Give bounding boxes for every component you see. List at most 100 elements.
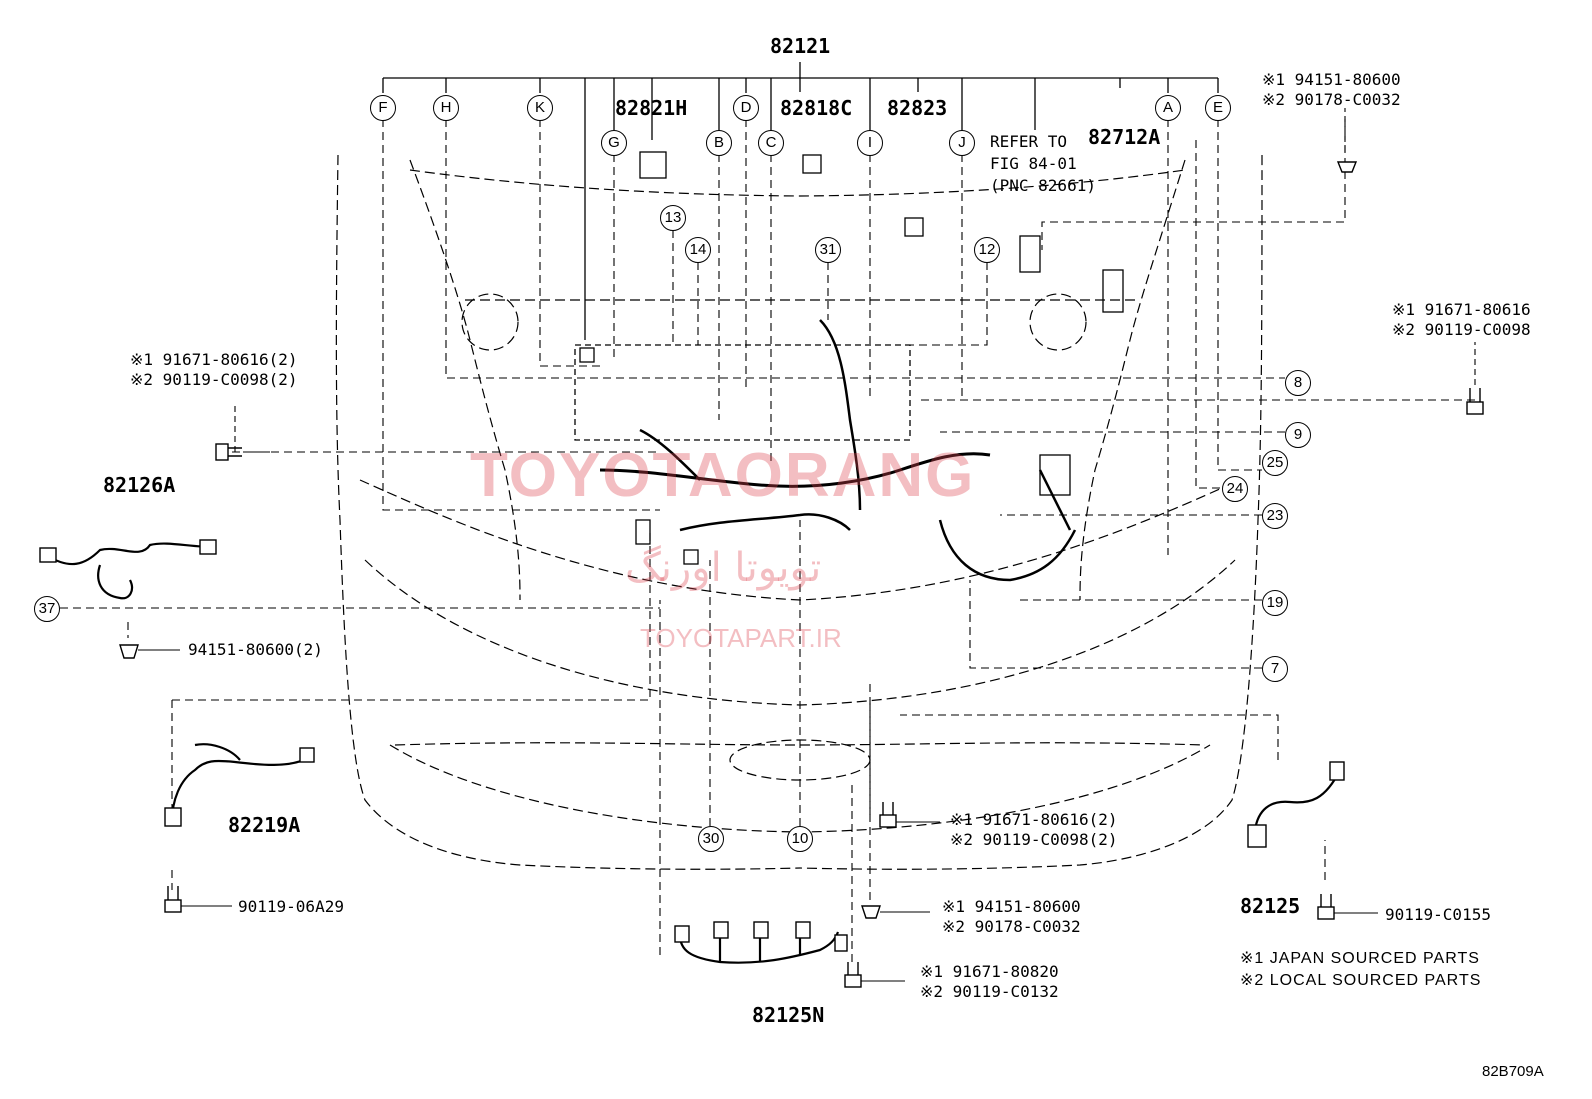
connector xyxy=(1039,454,1071,496)
bracket-line xyxy=(383,62,1218,79)
bracket-drops xyxy=(382,78,1219,340)
fastener-right-1: ※1 91671-80616 xyxy=(1392,300,1531,319)
connector xyxy=(1329,761,1345,781)
connector xyxy=(802,154,822,174)
fastener-bolt-left: 90119-06A29 xyxy=(238,897,344,916)
fastener-center-b1: ※1 94151-80600 xyxy=(942,897,1081,916)
callout-13: 13 xyxy=(660,205,686,231)
harness-branch-4 xyxy=(679,513,851,532)
connector xyxy=(795,921,811,939)
callout-J: J xyxy=(949,130,975,156)
part-label-82821H: 82821H xyxy=(615,96,688,120)
watermark-brand: TOYOTAORANG xyxy=(470,441,976,510)
strut-right xyxy=(1029,293,1087,351)
callout-9: 9 xyxy=(1285,422,1311,448)
connector xyxy=(635,519,651,545)
legend-japan: ※1 JAPAN SOURCED PARTS xyxy=(1240,950,1480,967)
harness-branch-3 xyxy=(938,519,1077,582)
harness-82125N xyxy=(678,931,840,964)
bolt-icon xyxy=(879,802,897,828)
fastener-top-right-2: ※2 90178-C0032 xyxy=(1262,90,1401,109)
connector xyxy=(39,547,57,563)
clip-icon xyxy=(119,644,139,659)
fastener-left-2: ※2 90119-C0098(2) xyxy=(130,370,298,389)
part-label-82125N: 82125N xyxy=(752,1003,825,1027)
part-label-82823: 82823 xyxy=(887,96,948,120)
connector xyxy=(639,151,667,179)
fastener-left-1: ※1 91671-80616(2) xyxy=(130,350,298,369)
harness-82125 xyxy=(1253,769,1341,831)
watermark-url: TOYOTAPART.IR xyxy=(640,623,842,653)
callout-H: H xyxy=(433,95,459,121)
car-outline-left xyxy=(335,154,801,870)
harness-branch-2 xyxy=(819,319,862,511)
fastener-top-right-1: ※1 94151-80600 xyxy=(1262,70,1401,89)
bolt-icon xyxy=(844,962,862,988)
figure-code: 82B709A xyxy=(1482,1063,1544,1080)
callout-30: 30 xyxy=(698,826,724,852)
legend-local: ※2 LOCAL SOURCED PARTS xyxy=(1240,972,1482,989)
fastener-bolt-right: 90119-C0155 xyxy=(1385,905,1491,924)
callout-23: 23 xyxy=(1262,503,1288,529)
harness-branch-5 xyxy=(1038,469,1072,531)
refer-note-line1: REFER TO xyxy=(990,132,1068,151)
connector xyxy=(753,921,769,939)
fastener-center-c1: ※1 91671-80820 xyxy=(920,962,1059,981)
connector xyxy=(1102,269,1124,313)
connector xyxy=(164,807,182,827)
callout-A: A xyxy=(1155,95,1181,121)
callout-19: 19 xyxy=(1262,590,1288,616)
car-outline-right xyxy=(799,154,1263,870)
fastener-center-c2: ※2 90119-C0132 xyxy=(920,982,1059,1001)
connector xyxy=(1019,235,1041,273)
harness-branch-1 xyxy=(639,428,701,481)
bolt-icon xyxy=(1317,894,1335,920)
harness-main xyxy=(599,452,991,488)
callout-7: 7 xyxy=(1262,656,1288,682)
callout-8: 8 xyxy=(1285,370,1311,396)
connector xyxy=(713,921,729,939)
callout-14: 14 xyxy=(685,237,711,263)
refer-note-line3: (PNC 82661) xyxy=(990,176,1096,195)
connector xyxy=(199,539,217,555)
callout-E: E xyxy=(1205,95,1231,121)
callout-F: F xyxy=(370,95,396,121)
fender-left xyxy=(409,159,521,601)
fastener-center-a1: ※1 91671-80616(2) xyxy=(950,810,1118,829)
fastener-right-2: ※2 90119-C0098 xyxy=(1392,320,1531,339)
callout-25: 25 xyxy=(1262,450,1288,476)
watermark-persian: تویوتا اورنگ xyxy=(625,545,822,591)
connector xyxy=(674,925,690,943)
callout-K: K xyxy=(527,95,553,121)
connector xyxy=(834,934,848,952)
hood-line xyxy=(409,169,1186,197)
callout-37: 37 xyxy=(34,596,60,622)
part-label-82219A: 82219A xyxy=(228,813,301,837)
connector xyxy=(683,549,699,565)
engine-block xyxy=(574,344,911,441)
bolt-icon xyxy=(164,886,182,913)
part-label-82818C: 82818C xyxy=(780,96,853,120)
callout-D: D xyxy=(733,95,759,121)
callout-B: B xyxy=(706,130,732,156)
callout-12: 12 xyxy=(974,237,1000,263)
part-label-82125: 82125 xyxy=(1240,894,1301,918)
harness-82126A xyxy=(45,542,216,600)
callout-I: I xyxy=(857,130,883,156)
connector xyxy=(299,747,315,763)
part-label-82126A: 82126A xyxy=(103,473,176,497)
part-label-82712A: 82712A xyxy=(1088,125,1161,149)
fastener-center-a2: ※2 90119-C0098(2) xyxy=(950,830,1118,849)
connector xyxy=(1247,824,1267,848)
fastener-clip-left: 94151-80600(2) xyxy=(188,640,323,659)
fender-right xyxy=(1079,159,1186,601)
callout-24: 24 xyxy=(1222,476,1248,502)
refer-note-line2: FIG 84-01 xyxy=(990,154,1077,173)
callout-C: C xyxy=(758,130,784,156)
connector xyxy=(904,217,924,237)
main-part-number: 82121 xyxy=(770,34,831,58)
strut-left xyxy=(461,293,519,351)
connector xyxy=(579,347,595,363)
